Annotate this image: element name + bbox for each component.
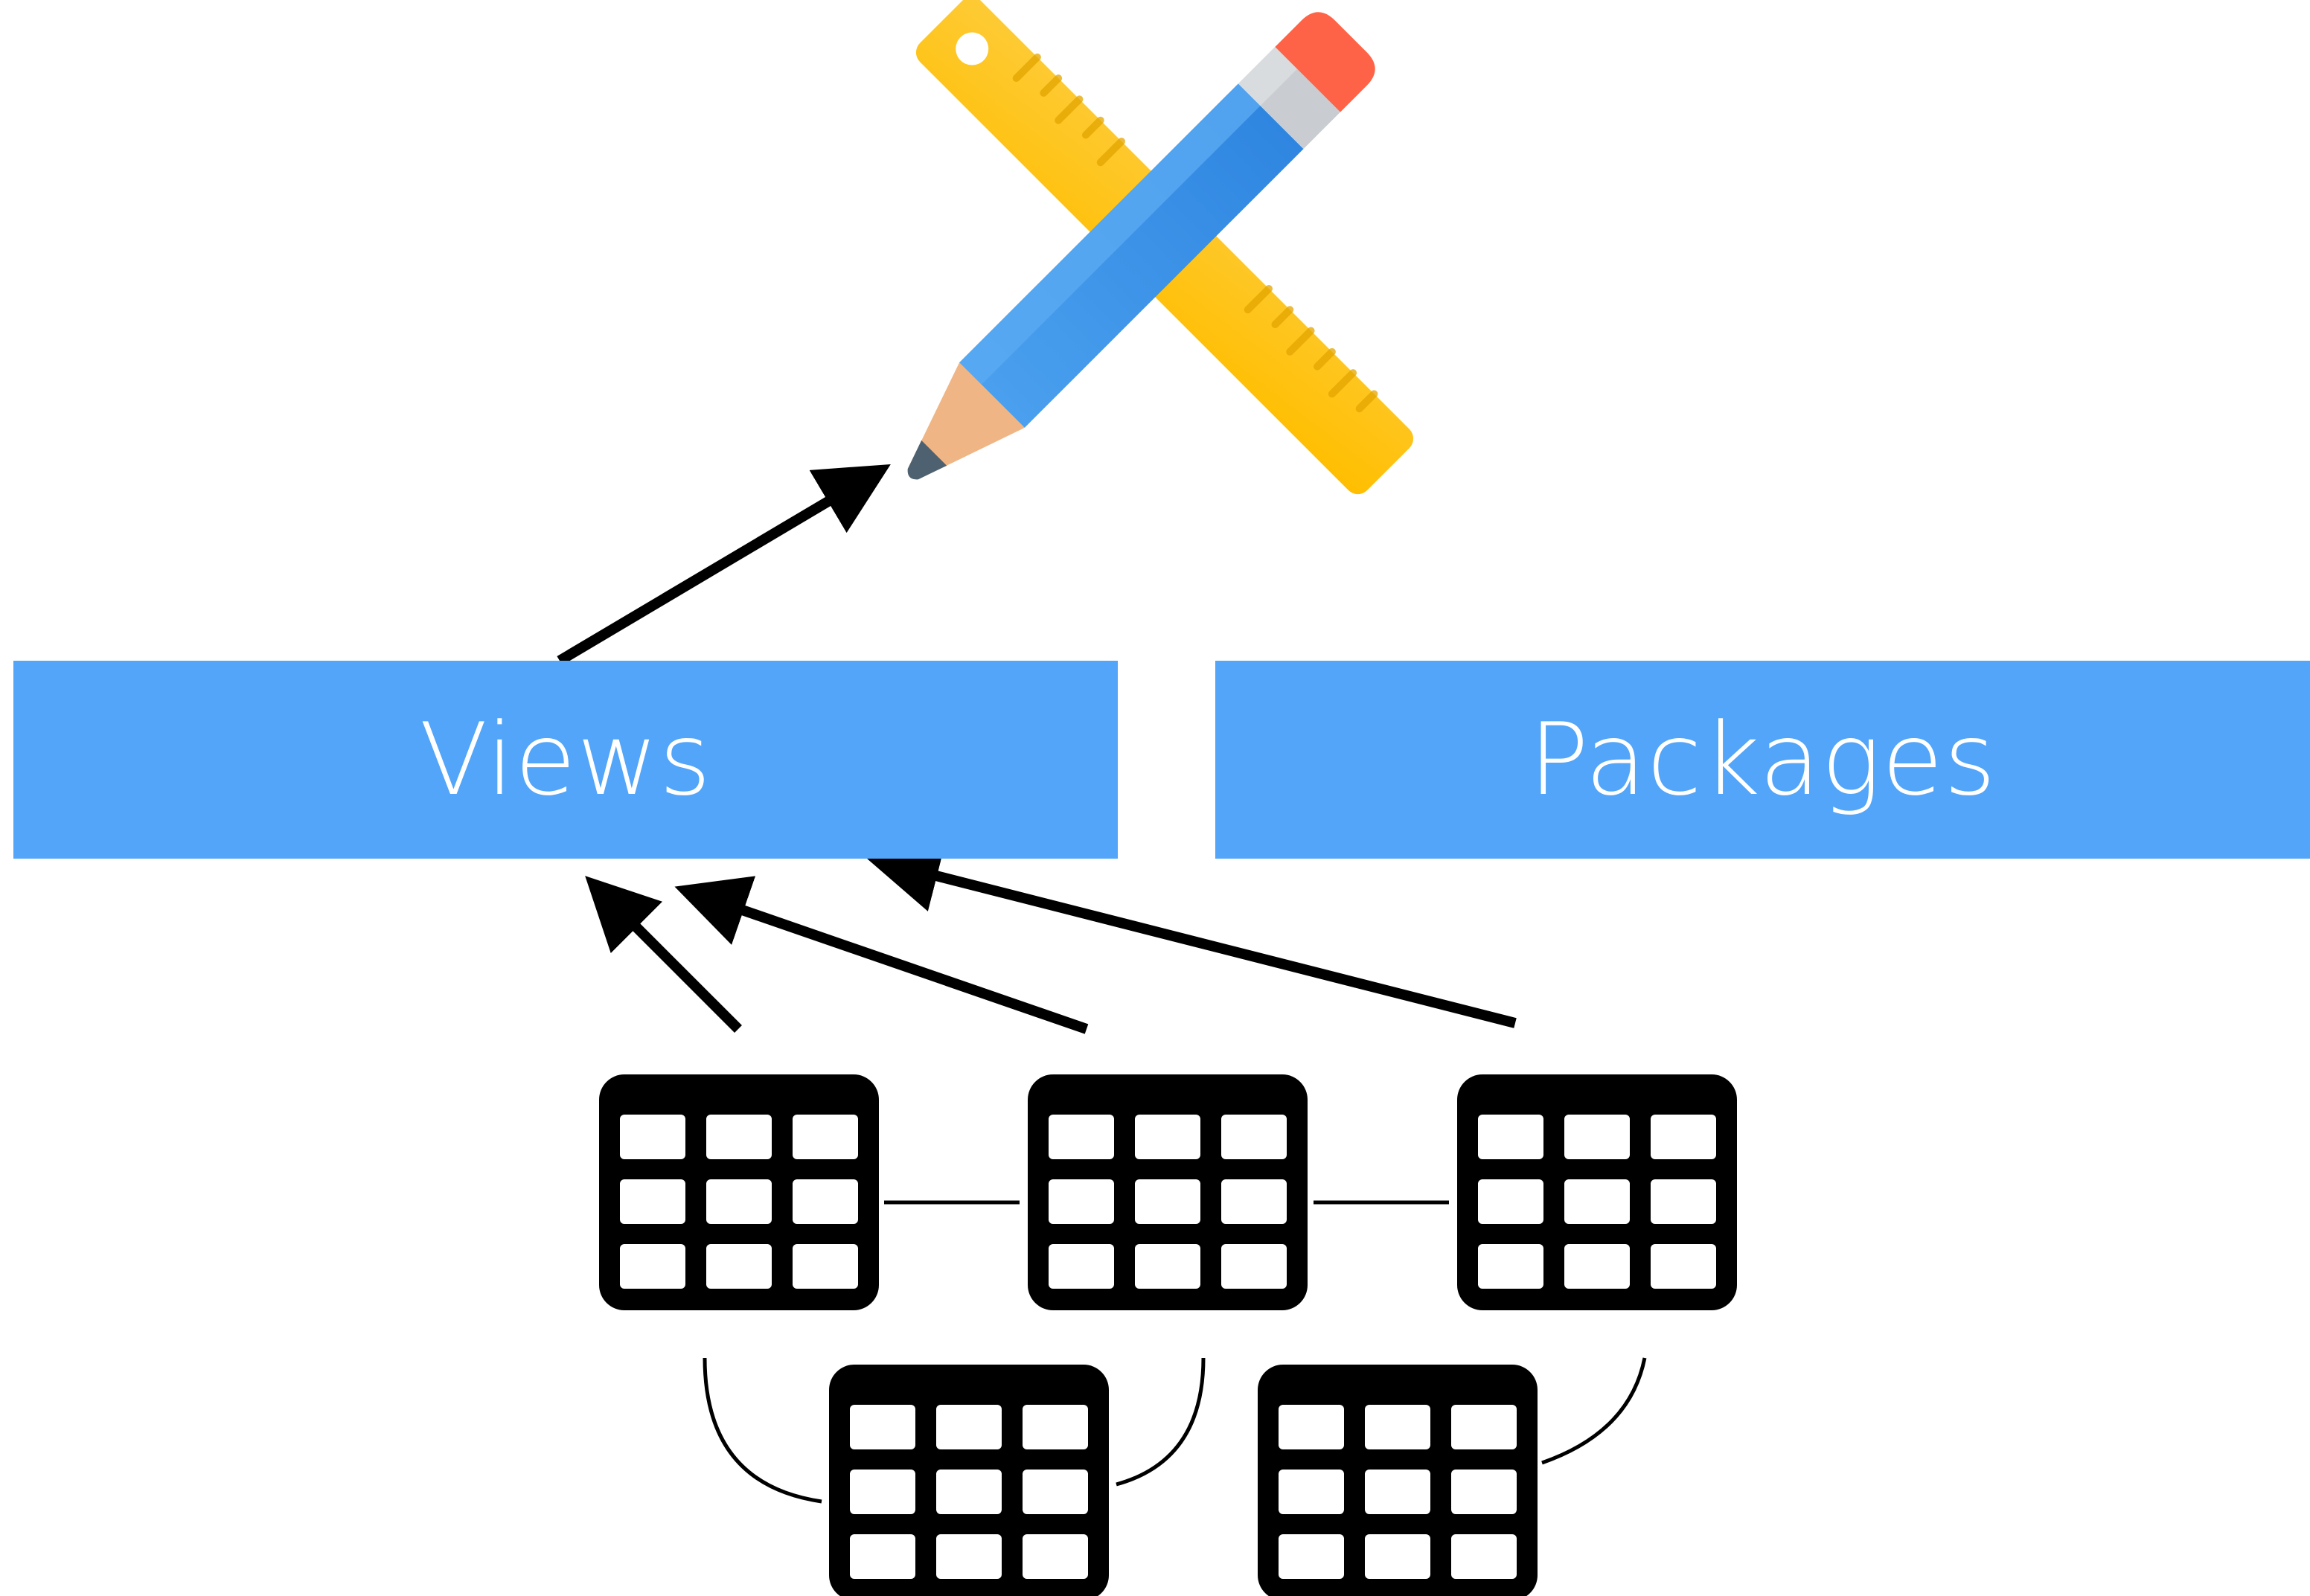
arrow-table1-to-views xyxy=(585,876,742,1033)
packages-box: Packages xyxy=(1215,661,2310,859)
arrow-table2-to-views xyxy=(674,876,1089,1034)
link-table2-table4 xyxy=(1116,1357,1206,1487)
table-icon xyxy=(1258,1365,1538,1596)
table-icon xyxy=(599,1074,879,1310)
packages-label: Packages xyxy=(1529,702,1997,818)
views-label: Views xyxy=(419,702,712,818)
arrows xyxy=(557,464,1517,1034)
pencil-shape xyxy=(907,12,1375,480)
link-table3-table5 xyxy=(1541,1357,1647,1465)
arrow-table3-to-views xyxy=(866,840,1517,1028)
table-links xyxy=(703,1200,1647,1504)
table-icon xyxy=(1457,1074,1737,1310)
table-icon xyxy=(1028,1074,1308,1310)
table-icon xyxy=(829,1365,1109,1596)
link-table1-table4 xyxy=(703,1357,822,1504)
arrow-views-to-design xyxy=(557,464,891,666)
views-box: Views xyxy=(13,661,1118,859)
